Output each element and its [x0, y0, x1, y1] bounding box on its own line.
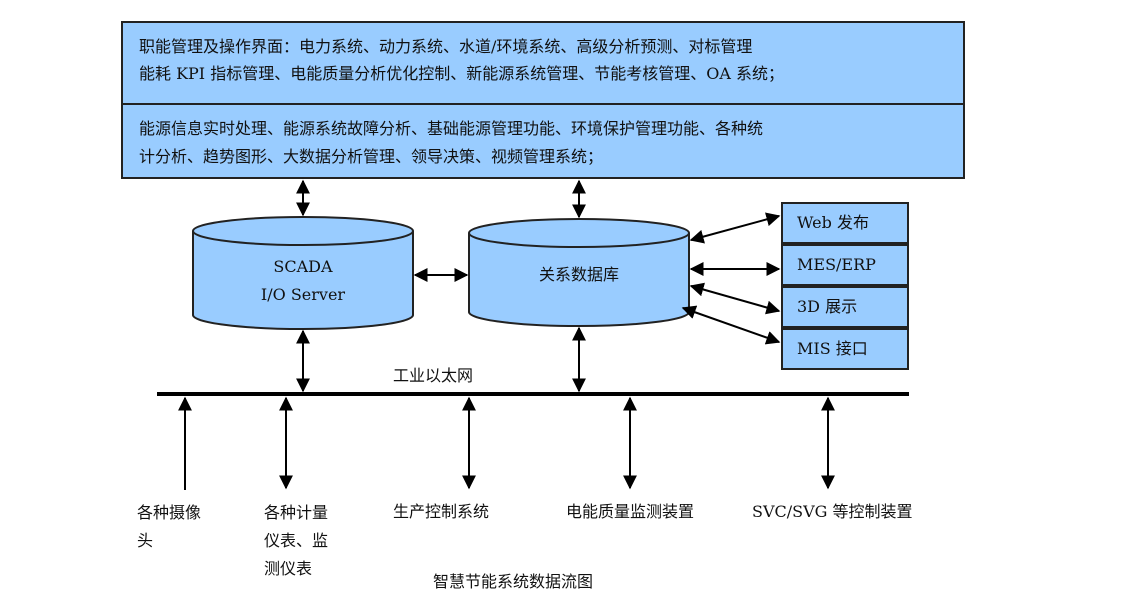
mis-interface-box: MIS 接口: [781, 328, 909, 370]
device-camera-line-2: 头: [137, 531, 154, 550]
device-meters-line-2: 仪表、监: [264, 531, 329, 550]
device-svc-svg: SVC/SVG 等控制装置: [752, 499, 913, 524]
arrow-db-mis: [681, 305, 781, 345]
device-meters: 各种计量 仪表、监 测仪表: [264, 499, 328, 583]
scada-label-line-2: I/O Server: [260, 285, 346, 304]
3d-display-box: 3D 展示: [781, 286, 909, 328]
web-publish-box: Web 发布: [781, 202, 909, 244]
network-label: 工业以太网: [393, 366, 474, 385]
functions-line-1: 职能管理及操作界面：电力系统、动力系统、水道/环境系统、高级分析预测、对标管理: [139, 37, 753, 56]
device-production-control: 生产控制系统: [393, 499, 489, 524]
database-cylinder: [468, 218, 690, 327]
mes-erp-box: MES/ERP: [781, 244, 909, 286]
device-power-quality: 电能质量监测装置: [566, 499, 694, 524]
processing-line-1: 能源信息实时处理、能源系统故障分析、基础能源管理功能、环境保护管理功能、各种统: [139, 119, 764, 138]
database-label: 关系数据库: [538, 265, 619, 284]
device-svc-svg-line-1: SVC/SVG 等控制装置: [752, 502, 913, 521]
scada-label-line-1: SCADA: [273, 257, 333, 276]
functions-line-2: 能耗 KPI 指标管理、电能质量分析优化控制、新能源系统管理、节能考核管理、OA…: [139, 64, 784, 83]
scada-label: SCADA I/O Server: [193, 253, 413, 309]
arrow-db-3d: [689, 282, 781, 315]
scada-cylinder: [192, 216, 414, 330]
processing-box: 能源信息实时处理、能源系统故障分析、基础能源管理功能、环境保护管理功能、各种统 …: [121, 103, 965, 179]
functions-box: 职能管理及操作界面：电力系统、动力系统、水道/环境系统、高级分析预测、对标管理 …: [121, 21, 965, 105]
device-meters-line-3: 测仪表: [264, 559, 313, 578]
device-camera-line-1: 各种摄像: [137, 503, 202, 522]
device-power-quality-line-1: 电能质量监测装置: [566, 502, 695, 521]
processing-line-2: 计分析、趋势图形、大数据分析管理、领导决策、视频管理系统；: [139, 147, 604, 166]
device-meters-line-1: 各种计量: [264, 503, 329, 522]
device-production-control-line-1: 生产控制系统: [393, 502, 490, 521]
device-camera: 各种摄像 头: [137, 499, 201, 555]
arrow-db-web: [689, 212, 781, 244]
figure-caption: 智慧节能系统数据流图: [433, 572, 594, 591]
